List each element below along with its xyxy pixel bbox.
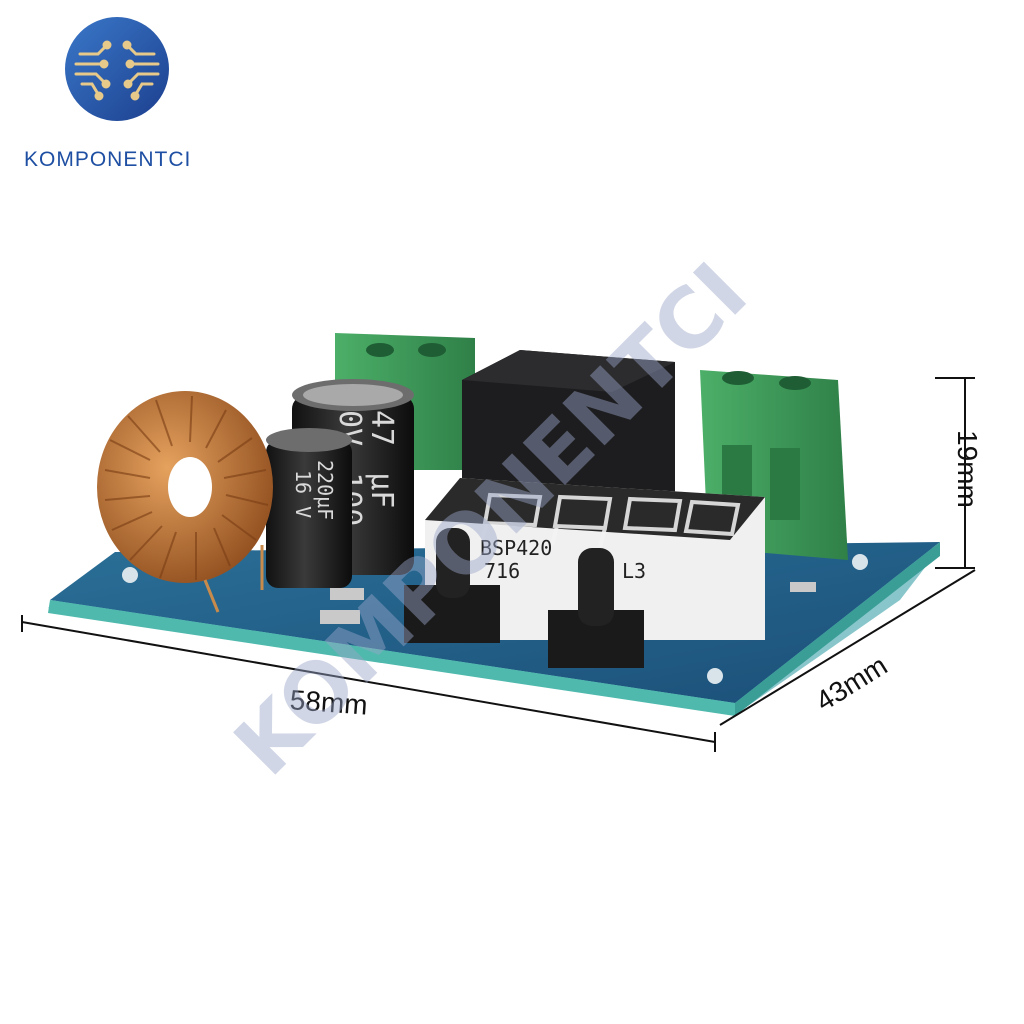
depth-dimension-label: 43mm [810,650,892,718]
height-dimension-label: 19mm [952,430,983,508]
cap-large-line1: 47 [364,410,399,446]
toroid-inductor [97,391,273,613]
display-model: BSP420 [480,536,552,560]
capacitor-small: 220µF 16 V [266,428,352,588]
tactile-button-left [404,528,500,643]
tactile-button-right [548,548,644,668]
display-model-suffix: L3 [622,559,646,583]
cap-small-line2: 16 V [291,470,315,518]
brand-name: KOMPONENTCI [24,148,192,171]
width-dimension-label: 58mm [289,684,369,720]
svg-text:47 µF: 47 µF [364,410,399,508]
cap-large-line2: µF [364,472,399,508]
led-display-module: BSP420 L3 716 [425,478,765,640]
svg-text:BSP420: BSP420 [480,536,552,560]
dimension-lines [21,377,976,752]
relay [462,350,675,500]
seven-segment-digits [480,492,741,548]
brand-logo: KOMPONENTCI [10,14,230,171]
cap-small-line1: 220µF [313,460,337,520]
display-code: 716 [484,559,520,583]
circuit-logo-icon [65,17,169,121]
